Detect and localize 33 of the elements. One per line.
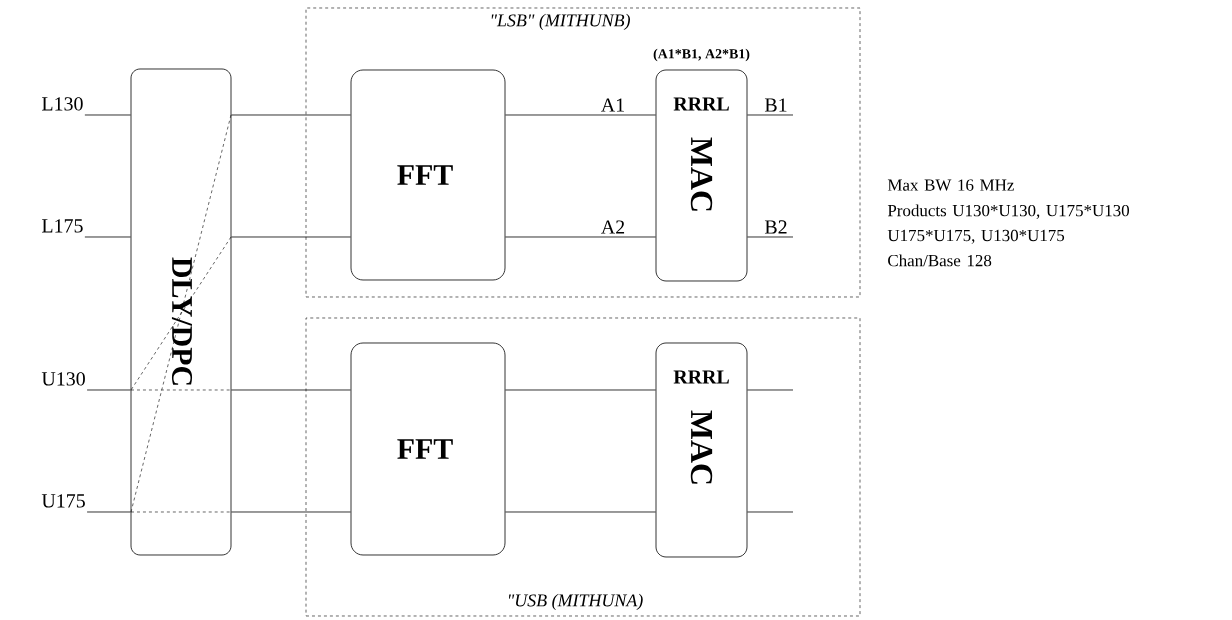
edge-label: B2 <box>763 219 789 235</box>
signal-line <box>505 389 656 391</box>
signal-line <box>747 511 794 513</box>
signal-line <box>505 236 656 238</box>
note-text: Chan/Base 128 <box>888 254 992 267</box>
port-label: L130 <box>42 97 83 111</box>
signal-line <box>86 389 131 391</box>
signal-line <box>747 389 794 391</box>
signal-line <box>231 511 351 513</box>
signal-line <box>505 511 656 513</box>
product-annotation: (A1*B1, A2*B1) <box>653 48 750 62</box>
edge-label: A2 <box>599 219 627 235</box>
port-label: U130 <box>41 372 85 386</box>
port-label: U175 <box>41 494 85 508</box>
signal-line <box>86 511 131 513</box>
note-text: Products U130*U130, U175*U130 U175*U175, U130*U175 <box>887 204 1129 244</box>
delay-box: DLY/DPC <box>130 68 232 556</box>
port-label: L175 <box>42 219 83 233</box>
edge-label: B1 <box>763 97 789 113</box>
signal-line <box>84 236 131 238</box>
edge-label: A1 <box>599 97 627 113</box>
note-text: Max BW 16 MHz <box>887 179 1014 191</box>
fft-box: FFT <box>350 342 506 556</box>
mac-box: RRRL MAC <box>655 342 748 558</box>
signal-line <box>747 114 794 116</box>
signal-line <box>747 236 794 238</box>
signal-line <box>231 236 351 238</box>
signal-line <box>505 114 656 116</box>
signal-line <box>231 389 351 391</box>
mac-box: RRRL MAC <box>655 69 748 282</box>
fft-box: FFT <box>350 69 506 281</box>
signal-line <box>84 114 131 116</box>
signal-line <box>231 114 351 116</box>
